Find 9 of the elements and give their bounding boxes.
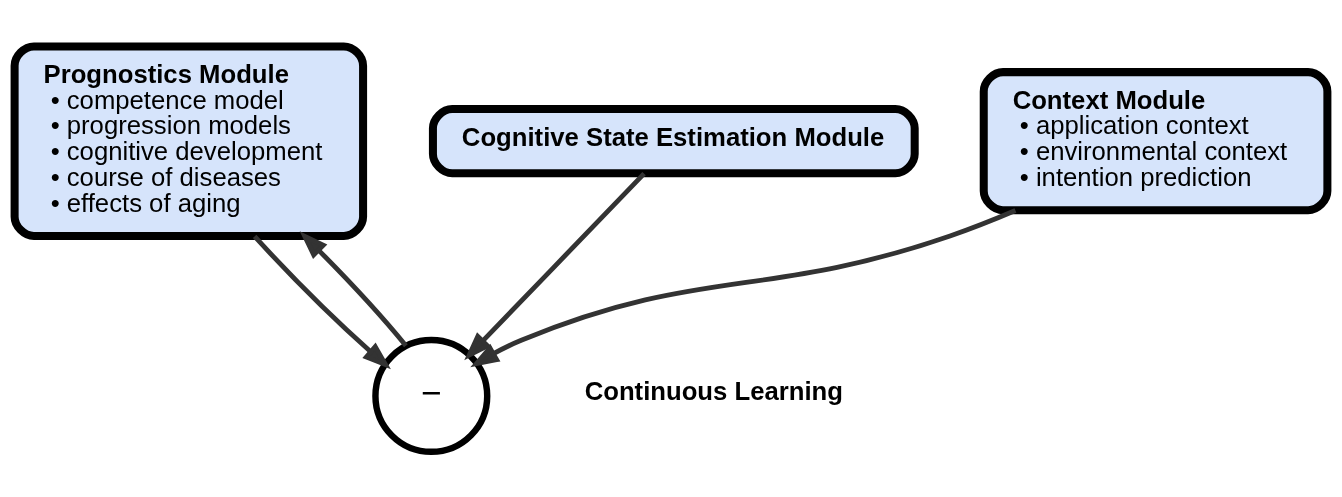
arrow — [252, 234, 391, 369]
label: Continuous Learning — [584, 376, 843, 405]
arrow — [299, 230, 408, 347]
node-circle: − — [372, 336, 491, 455]
node-box: Context Module • application context • environmental context • intention prediction — [979, 67, 1332, 214]
node-box: Prognostics Module • competence model • progression models • cognitive development • course of diseases • effects of aging — [10, 41, 368, 240]
node-box: Cognitive State Estimation Module — [428, 104, 919, 177]
arrow — [464, 171, 646, 360]
arrow — [470, 207, 1017, 367]
